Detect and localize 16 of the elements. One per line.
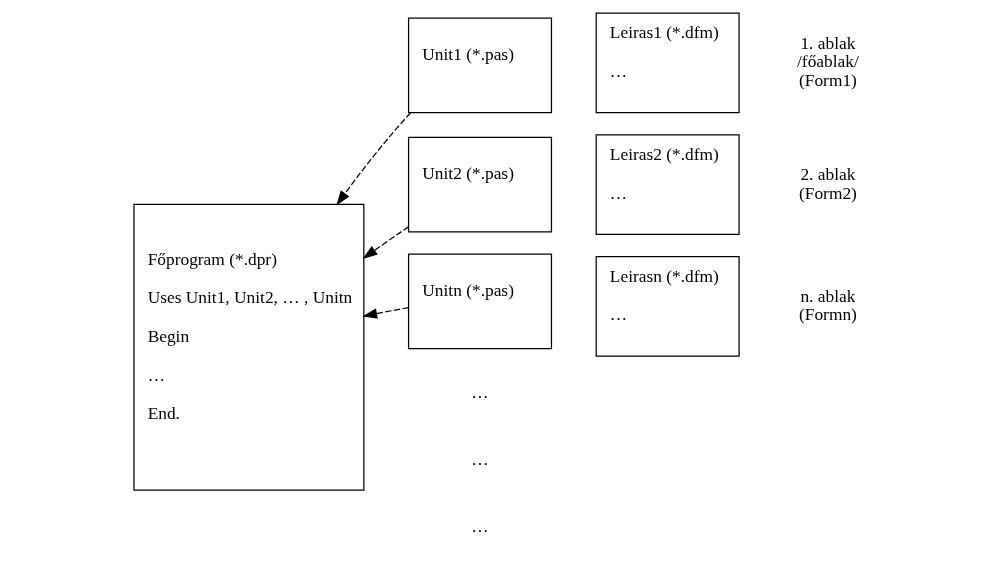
node-box: Leiras2 (*.dfm) … — [595, 134, 740, 235]
node-box: Unit2 (*.pas) — [407, 136, 553, 233]
arrow — [336, 112, 412, 206]
label: n. ablak (Formn) — [798, 286, 857, 325]
label: … — [471, 450, 489, 470]
label: … — [471, 382, 489, 402]
arrow — [362, 307, 409, 319]
node-box: Unit1 (*.pas) — [407, 17, 553, 114]
node-box: Leirasn (*.dfm) … — [595, 256, 740, 357]
label: 2. ablak (Form2) — [798, 164, 857, 203]
label: 1. ablak /főablak/ (Form1) — [797, 33, 859, 91]
arrow — [362, 226, 409, 259]
label: … — [471, 517, 489, 537]
node-box: Unitn (*.pas) — [407, 253, 553, 350]
node-box: Főprogram (*.dpr) Uses Unit1, Unit2, … , Unitn Begin … End. — [133, 203, 365, 491]
node-box: Leiras1 (*.dfm) … — [595, 12, 740, 114]
